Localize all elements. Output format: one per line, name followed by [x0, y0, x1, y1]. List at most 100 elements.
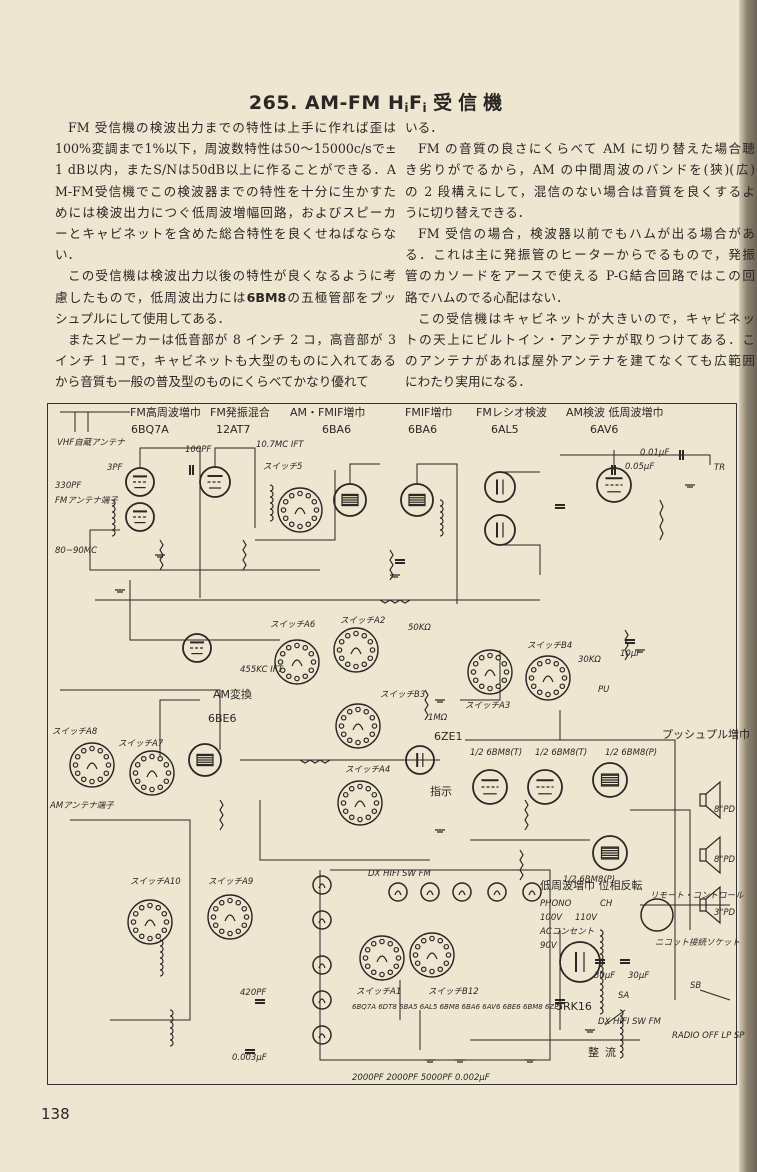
- switch-contact: [277, 659, 284, 665]
- ground-icon: [635, 649, 645, 653]
- wire: [60, 689, 221, 750]
- stage-fmif-amp: FMIF増巾: [405, 405, 452, 419]
- tube-envelope: [484, 471, 516, 503]
- switch-contact: [340, 731, 347, 738]
- switch-contact: [243, 914, 250, 920]
- switch-body: [359, 935, 405, 981]
- coil-icon: [619, 1009, 624, 1059]
- switch-contact: [530, 666, 537, 673]
- tube-envelope: [333, 483, 367, 517]
- switch-contact: [285, 644, 292, 651]
- switch-contact: [365, 814, 372, 821]
- title-f: F: [408, 92, 423, 114]
- switch-contact: [163, 761, 170, 768]
- switch-contact: [344, 632, 351, 639]
- text-line: る．これは主に発振管のヒーターからでるもので，発振: [405, 244, 755, 265]
- coil-icon: [439, 499, 444, 537]
- tube-name-bold: 6BM8: [246, 289, 287, 305]
- switch-rotor: [350, 647, 362, 655]
- label-choke: CH: [600, 899, 613, 909]
- switch-contact: [364, 946, 371, 953]
- label-6ze1: 6ZE1: [434, 730, 462, 743]
- switch-contact: [443, 960, 450, 967]
- lamp-bulb: [452, 882, 472, 902]
- switch-contact: [355, 706, 361, 713]
- speaker-icon: [699, 835, 721, 875]
- rotary-switch-icon: [274, 639, 320, 685]
- switch-contact: [155, 904, 162, 911]
- label-switch-a1: スイッチA1: [356, 987, 401, 997]
- switch-contact: [161, 927, 168, 934]
- label-6be6: 6BE6: [208, 712, 237, 725]
- switch-contact: [132, 927, 139, 934]
- text-line: FM 受信の場合，検波器以前でもハムが出る場合があ: [405, 223, 755, 244]
- label-socket: ニコット接続ソケット: [655, 937, 740, 948]
- label-ift-107: 10.7MC IFT: [256, 440, 304, 450]
- switch-contact: [305, 521, 312, 528]
- switch-contact: [472, 677, 479, 684]
- rotary-switch-icon: [409, 932, 455, 978]
- switch-contact: [302, 644, 309, 651]
- lamp-filament: [318, 963, 326, 969]
- switch-contact: [165, 770, 172, 776]
- text-segment: の五極管部をプッ: [286, 289, 396, 305]
- text-segment: 1 dB以内，またS/Nは50dB以上に作ることができる．A: [55, 162, 396, 178]
- switch-contact: [285, 673, 292, 680]
- text-segment: シュプルにして使用してある．: [55, 310, 231, 326]
- switch-contact: [412, 952, 419, 958]
- text-line: にわたり実用になる．: [405, 371, 755, 392]
- text-line: またスピーカーは低音部が 8 インチ 2 コ，高音部が 3: [55, 329, 396, 350]
- switch-rotor: [224, 914, 236, 922]
- ground-icon: [525, 1059, 535, 1063]
- switch-contact: [346, 737, 353, 744]
- ground-icon: [585, 1029, 595, 1033]
- book-gutter-shadow: [739, 0, 757, 1172]
- label-remote: リモート・コントロール: [650, 891, 744, 901]
- rotary-switch-icon: [127, 899, 173, 945]
- tube-plate: [408, 493, 426, 507]
- switch-contact: [338, 638, 345, 645]
- label-5rk16: 5RK16: [556, 1000, 592, 1013]
- label-indicator: 指示: [430, 784, 452, 798]
- vacuum-tube-icon: [333, 483, 367, 517]
- switch-contact: [367, 655, 374, 662]
- switch-contact: [420, 966, 427, 973]
- tube-envelope: [125, 502, 155, 532]
- switch-contact: [89, 745, 95, 752]
- label-tr: TR: [714, 463, 725, 473]
- resistor-icon: [299, 759, 331, 764]
- coil-icon: [111, 499, 116, 537]
- switch-contact: [495, 683, 502, 690]
- stage-am-det: AM検波 低周波増巾: [566, 405, 664, 419]
- tube-envelope: [592, 762, 628, 798]
- switch-contact: [72, 762, 79, 768]
- switch-contact: [369, 714, 376, 721]
- stage-ratio-det-tube: 6AL5: [491, 423, 519, 436]
- switch-contact: [369, 731, 376, 738]
- switch-contact: [395, 955, 402, 961]
- switch-contact: [370, 940, 377, 947]
- text-line: ーとキャビネットを含めた総合特性を良くせねばならな: [55, 223, 396, 244]
- label-fm-antenna: FMアンテナ端子: [55, 495, 118, 506]
- switch-contact: [311, 515, 318, 522]
- label-100v: 100V: [540, 913, 563, 923]
- switch-contact: [443, 943, 450, 950]
- tube-envelope: [405, 745, 435, 775]
- switch-rotor: [354, 800, 366, 808]
- switch-contact: [279, 650, 286, 657]
- switch-contact: [371, 791, 378, 798]
- switch-contact: [429, 968, 435, 975]
- switch-contact: [305, 492, 312, 499]
- text-line: 路でハムのでる心配はない．: [405, 287, 755, 308]
- label-90v: 90V: [540, 941, 558, 951]
- vacuum-tube-icon: [199, 466, 231, 498]
- label-bypass-caps: 2000PF 2000PF 5000PF 0.002μF: [352, 1073, 490, 1083]
- switch-contact: [235, 899, 242, 906]
- text-segment: 慮したもので，低周波出力には: [55, 289, 247, 305]
- text-segment: この受信機はキャビネットが大きいので，キャビネッ: [418, 310, 755, 326]
- switch-contact: [361, 661, 368, 668]
- switch-contact: [414, 960, 421, 967]
- switch-contact: [545, 658, 551, 665]
- switch-body: [409, 932, 455, 978]
- text-segment: いる．: [405, 120, 443, 135]
